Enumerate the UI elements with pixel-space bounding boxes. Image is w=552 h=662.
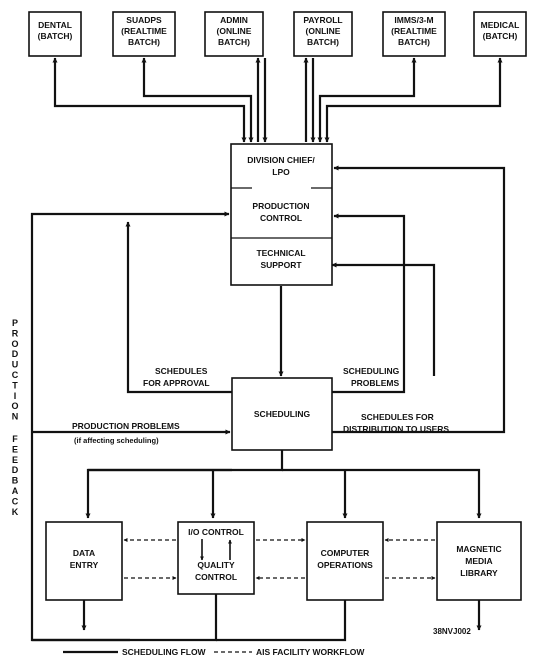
source-dental-line1: DENTAL	[38, 20, 72, 30]
quality-control-line2: CONTROL	[195, 572, 237, 582]
data-entry-box: DATA ENTRY	[45, 521, 123, 601]
technical-support-arrow	[331, 262, 436, 376]
computer-operations-box: COMPUTER OPERATIONS	[306, 521, 384, 601]
source-imms-box: IMMS/3-M (REALTIME BATCH)	[382, 11, 446, 57]
computer-feedback-line	[216, 600, 347, 642]
data-entry-line1: DATA	[73, 548, 95, 558]
scheduling-problems-line1: SCHEDULING	[343, 366, 400, 376]
production-control-line1: PRODUCTION	[252, 201, 309, 211]
source-medical-line2: (BATCH)	[483, 31, 518, 41]
figure-code: 38NVJ002	[433, 627, 471, 636]
schedules-approval-line2: FOR APPROVAL	[143, 378, 210, 388]
source-dental-line2: (BATCH)	[38, 31, 73, 41]
source-admin-line1: ADMIN	[220, 15, 248, 25]
source-suadps-line2: (REALTIME	[121, 26, 167, 36]
source-imms-line3: BATCH)	[398, 37, 430, 47]
scheduling-problems-arrow	[332, 213, 406, 394]
scheduling-problems-line2: PROBLEMS	[351, 378, 400, 388]
division-chief-line2: LPO	[272, 167, 290, 177]
source-imms-line1: IMMS/3-M	[394, 15, 433, 25]
source-admin-line2: (ONLINE	[217, 26, 252, 36]
source-dental-box: DENTAL (BATCH)	[28, 11, 82, 57]
source-medical-line1: MEDICAL	[481, 20, 520, 30]
magnetic-media-line2: MEDIA	[465, 556, 492, 566]
schedules-for-approval-arrow	[125, 221, 232, 394]
source-medical-box: MEDICAL (BATCH)	[473, 11, 527, 57]
production-problems-label: PRODUCTION PROBLEMS	[72, 421, 180, 431]
quality-feedback-line	[32, 594, 218, 642]
source-suadps-box: SUADPS (REALTIME BATCH)	[112, 11, 176, 57]
legend-scheduling-flow: SCHEDULING FLOW	[122, 647, 207, 657]
distribution-line1: SCHEDULES FOR	[361, 412, 434, 422]
source-payroll-line2: (ONLINE	[306, 26, 341, 36]
distribution-line2: DISTRIBUTION TO USERS	[343, 424, 449, 434]
source-admin-line3: BATCH)	[218, 37, 250, 47]
magnetic-media-line3: LIBRARY	[460, 568, 498, 578]
scheduling-label: SCHEDULING	[254, 409, 311, 419]
source-payroll-box: PAYROLL (ONLINE BATCH)	[293, 11, 353, 57]
io-control-label: I/O CONTROL	[188, 527, 244, 537]
computer-operations-line1: COMPUTER	[321, 548, 370, 558]
quality-control-line1: QUALITY	[197, 560, 235, 570]
source-imms-line2: (REALTIME	[391, 26, 437, 36]
to-data-entry-arrow	[85, 468, 232, 519]
computer-operations-line2: OPERATIONS	[317, 560, 373, 570]
schedules-distribution-arrow	[332, 165, 506, 434]
scheduling-box: SCHEDULING	[231, 377, 333, 451]
data-entry-line2: ENTRY	[70, 560, 99, 570]
source-suadps-line1: SUADPS	[126, 15, 162, 25]
source-payroll-line3: BATCH)	[307, 37, 339, 47]
source-suadps-line3: BATCH)	[128, 37, 160, 47]
io-quality-control-box: I/O CONTROL QUALITY CONTROL	[177, 521, 255, 595]
scheduling-down-stem	[232, 450, 284, 472]
schedules-approval-line1: SCHEDULES	[155, 366, 208, 376]
production-control-line2: CONTROL	[260, 213, 302, 223]
technical-support-line2: SUPPORT	[260, 260, 302, 270]
imms-connector	[317, 57, 417, 143]
to-magnetic-media-arrow	[282, 468, 482, 519]
dental-connector	[52, 57, 247, 143]
technical-support-line1: TECHNICAL	[256, 248, 305, 258]
medical-connector	[324, 57, 503, 143]
magnetic-media-line1: MAGNETIC	[456, 544, 501, 554]
source-admin-box: ADMIN (ONLINE BATCH)	[204, 11, 264, 57]
division-chief-line1: DIVISION CHIEF/	[247, 155, 315, 165]
source-payroll-line1: PAYROLL	[303, 15, 342, 25]
legend-workflow: AIS FACILITY WORKFLOW	[256, 647, 365, 657]
center-box: DIVISION CHIEF/ LPO PRODUCTION CONTROL T…	[230, 143, 333, 286]
if-affecting-label: (if affecting scheduling)	[74, 436, 159, 445]
magnetic-media-library-box: MAGNETIC MEDIA LIBRARY	[436, 521, 522, 601]
suadps-connector	[141, 57, 254, 143]
